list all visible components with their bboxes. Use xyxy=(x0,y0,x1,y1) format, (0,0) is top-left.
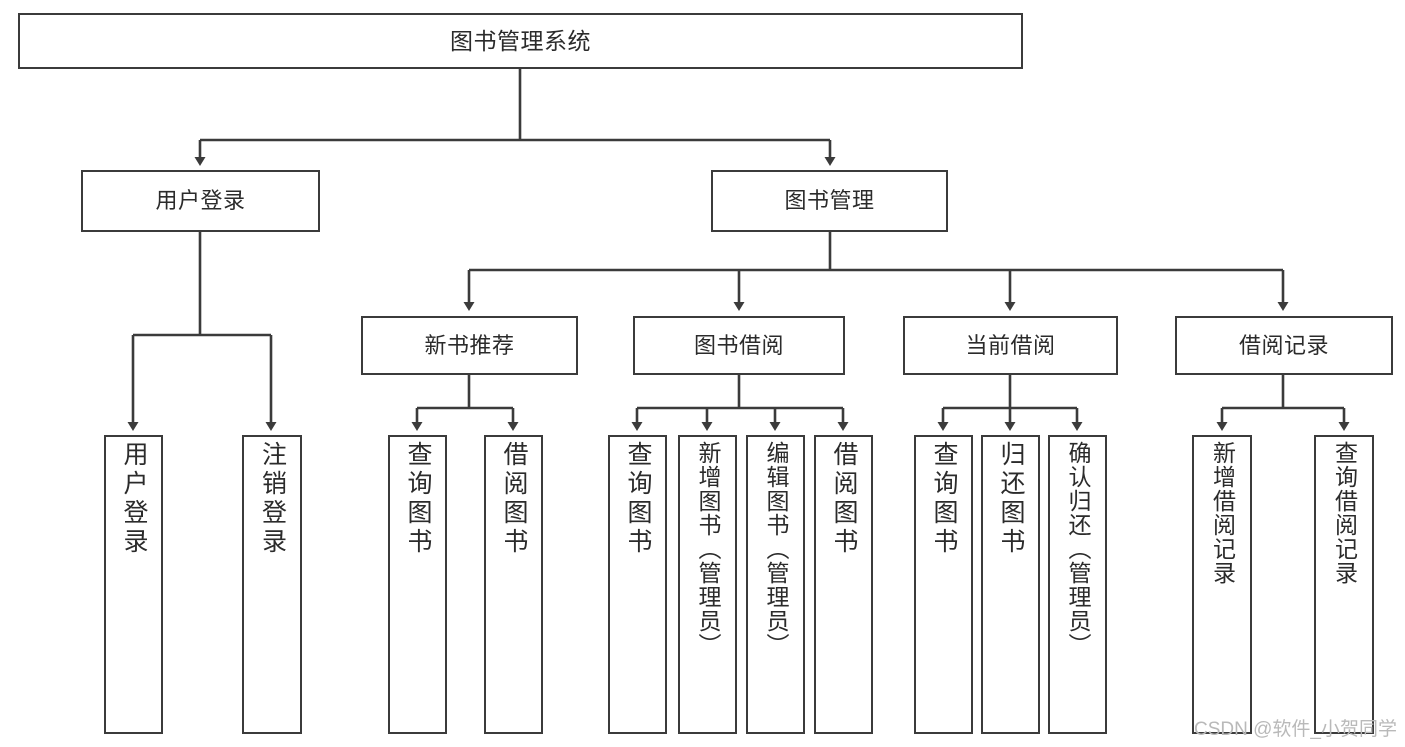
node-label: 图书管理系统 xyxy=(450,27,591,54)
node-label: 确认归还（管理员） xyxy=(1065,441,1091,657)
node-label: 注销登录 xyxy=(258,441,287,557)
leaf-query-borrow-record[interactable]: 查询借阅记录 xyxy=(1314,435,1374,734)
node-label: 用户登录 xyxy=(120,441,148,557)
node-current-borrow[interactable]: 当前借阅 xyxy=(903,316,1118,375)
node-label: 借阅图书 xyxy=(500,441,528,557)
node-root-system[interactable]: 图书管理系统 xyxy=(18,13,1023,69)
node-label: 查询图书 xyxy=(930,441,958,557)
node-label: 新书推荐 xyxy=(424,332,515,358)
node-label: 图书管理 xyxy=(784,188,875,213)
node-label: 查询图书 xyxy=(624,441,652,557)
leaf-add-book-admin[interactable]: 新增图书（管理员） xyxy=(678,435,737,734)
node-label: 新增借阅记录 xyxy=(1209,441,1236,585)
leaf-logout[interactable]: 注销登录 xyxy=(242,435,302,734)
leaf-query-book-current[interactable]: 查询图书 xyxy=(914,435,973,734)
node-label: 查询借阅记录 xyxy=(1331,441,1358,585)
node-label: 查询图书 xyxy=(404,441,432,557)
node-label: 新增图书（管理员） xyxy=(695,441,721,657)
leaf-confirm-return-admin[interactable]: 确认归还（管理员） xyxy=(1048,435,1107,734)
node-label: 编辑图书（管理员） xyxy=(763,441,789,657)
leaf-query-book-recommend[interactable]: 查询图书 xyxy=(388,435,447,734)
leaf-borrow-book[interactable]: 借阅图书 xyxy=(814,435,873,734)
node-user-login[interactable]: 用户登录 xyxy=(81,170,320,232)
leaf-add-borrow-record[interactable]: 新增借阅记录 xyxy=(1192,435,1252,734)
node-label: 用户登录 xyxy=(155,188,246,213)
node-borrow-record[interactable]: 借阅记录 xyxy=(1175,316,1393,375)
node-new-book-recommend[interactable]: 新书推荐 xyxy=(361,316,578,375)
leaf-query-book-borrow[interactable]: 查询图书 xyxy=(608,435,667,734)
leaf-edit-book-admin[interactable]: 编辑图书（管理员） xyxy=(746,435,805,734)
node-label: 借阅记录 xyxy=(1238,332,1329,358)
node-label: 借阅图书 xyxy=(830,441,858,557)
leaf-borrow-book-recommend[interactable]: 借阅图书 xyxy=(484,435,543,734)
node-book-borrow[interactable]: 图书借阅 xyxy=(633,316,845,375)
csdn-watermark: CSDN @软件_小贺同学 xyxy=(1194,719,1397,740)
node-label: 归还图书 xyxy=(997,441,1025,557)
node-label: 当前借阅 xyxy=(965,332,1056,358)
leaf-user-login[interactable]: 用户登录 xyxy=(104,435,163,734)
leaf-return-book[interactable]: 归还图书 xyxy=(981,435,1040,734)
node-book-management[interactable]: 图书管理 xyxy=(711,170,948,232)
node-label: 图书借阅 xyxy=(693,332,784,358)
